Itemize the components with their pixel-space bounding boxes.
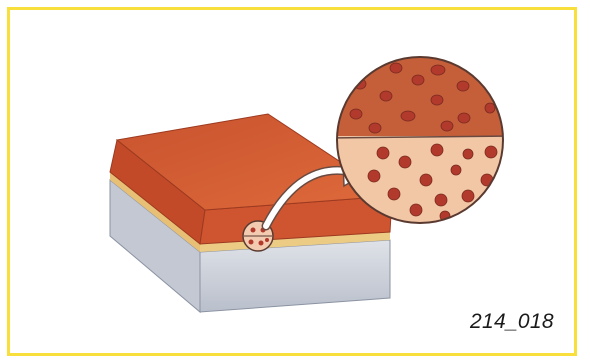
figure-code: 214_018 [470, 310, 554, 334]
